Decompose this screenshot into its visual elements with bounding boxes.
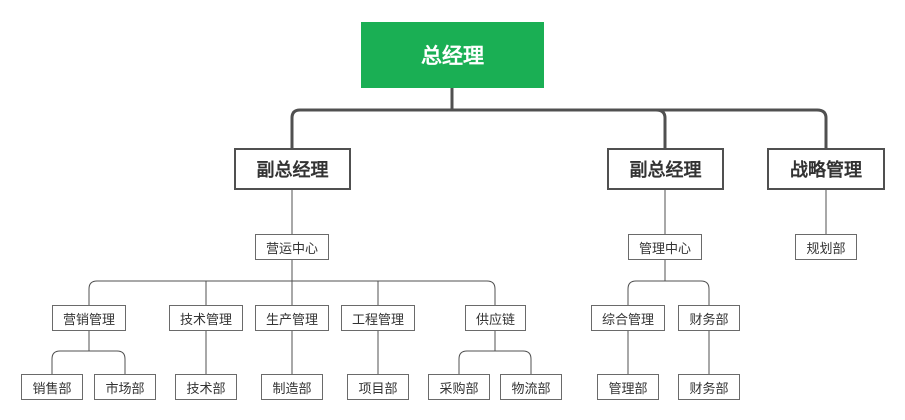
node-production-management: 生产管理	[255, 305, 329, 331]
connector-ops-branch	[88, 260, 496, 305]
node-project-dept: 项目部	[347, 374, 409, 400]
node-strategy-management: 战略管理	[767, 148, 885, 190]
node-general-management: 综合管理	[591, 305, 665, 331]
node-planning-dept: 规划部	[795, 234, 857, 260]
node-supply-chain: 供应链	[465, 305, 526, 331]
node-admin-dept: 管理部	[597, 374, 659, 400]
node-manufacturing-dept: 制造部	[261, 374, 323, 400]
node-purchasing-dept: 采购部	[428, 374, 490, 400]
node-marketing-management: 营销管理	[52, 305, 126, 331]
node-engineering-management: 工程管理	[341, 305, 415, 331]
node-finance-unit: 财务部	[678, 374, 740, 400]
node-deputy-gm-1: 副总经理	[234, 148, 351, 190]
node-finance-dept: 财务部	[678, 305, 740, 331]
node-technology-management: 技术管理	[169, 305, 243, 331]
node-deputy-gm-2: 副总经理	[607, 148, 724, 190]
connector-root-branch	[290, 88, 828, 148]
node-technology-dept: 技术部	[175, 374, 237, 400]
node-logistics-dept: 物流部	[500, 374, 562, 400]
node-management-center: 管理中心	[628, 234, 702, 260]
node-sales-dept: 销售部	[21, 374, 83, 400]
connector-marketing-branch	[51, 331, 126, 374]
connector-supply-branch	[458, 331, 532, 374]
node-general-manager: 总经理	[361, 22, 544, 88]
connector-admin-branch	[627, 260, 710, 305]
node-market-dept: 市场部	[94, 374, 156, 400]
node-operations-center: 营运中心	[255, 234, 329, 260]
